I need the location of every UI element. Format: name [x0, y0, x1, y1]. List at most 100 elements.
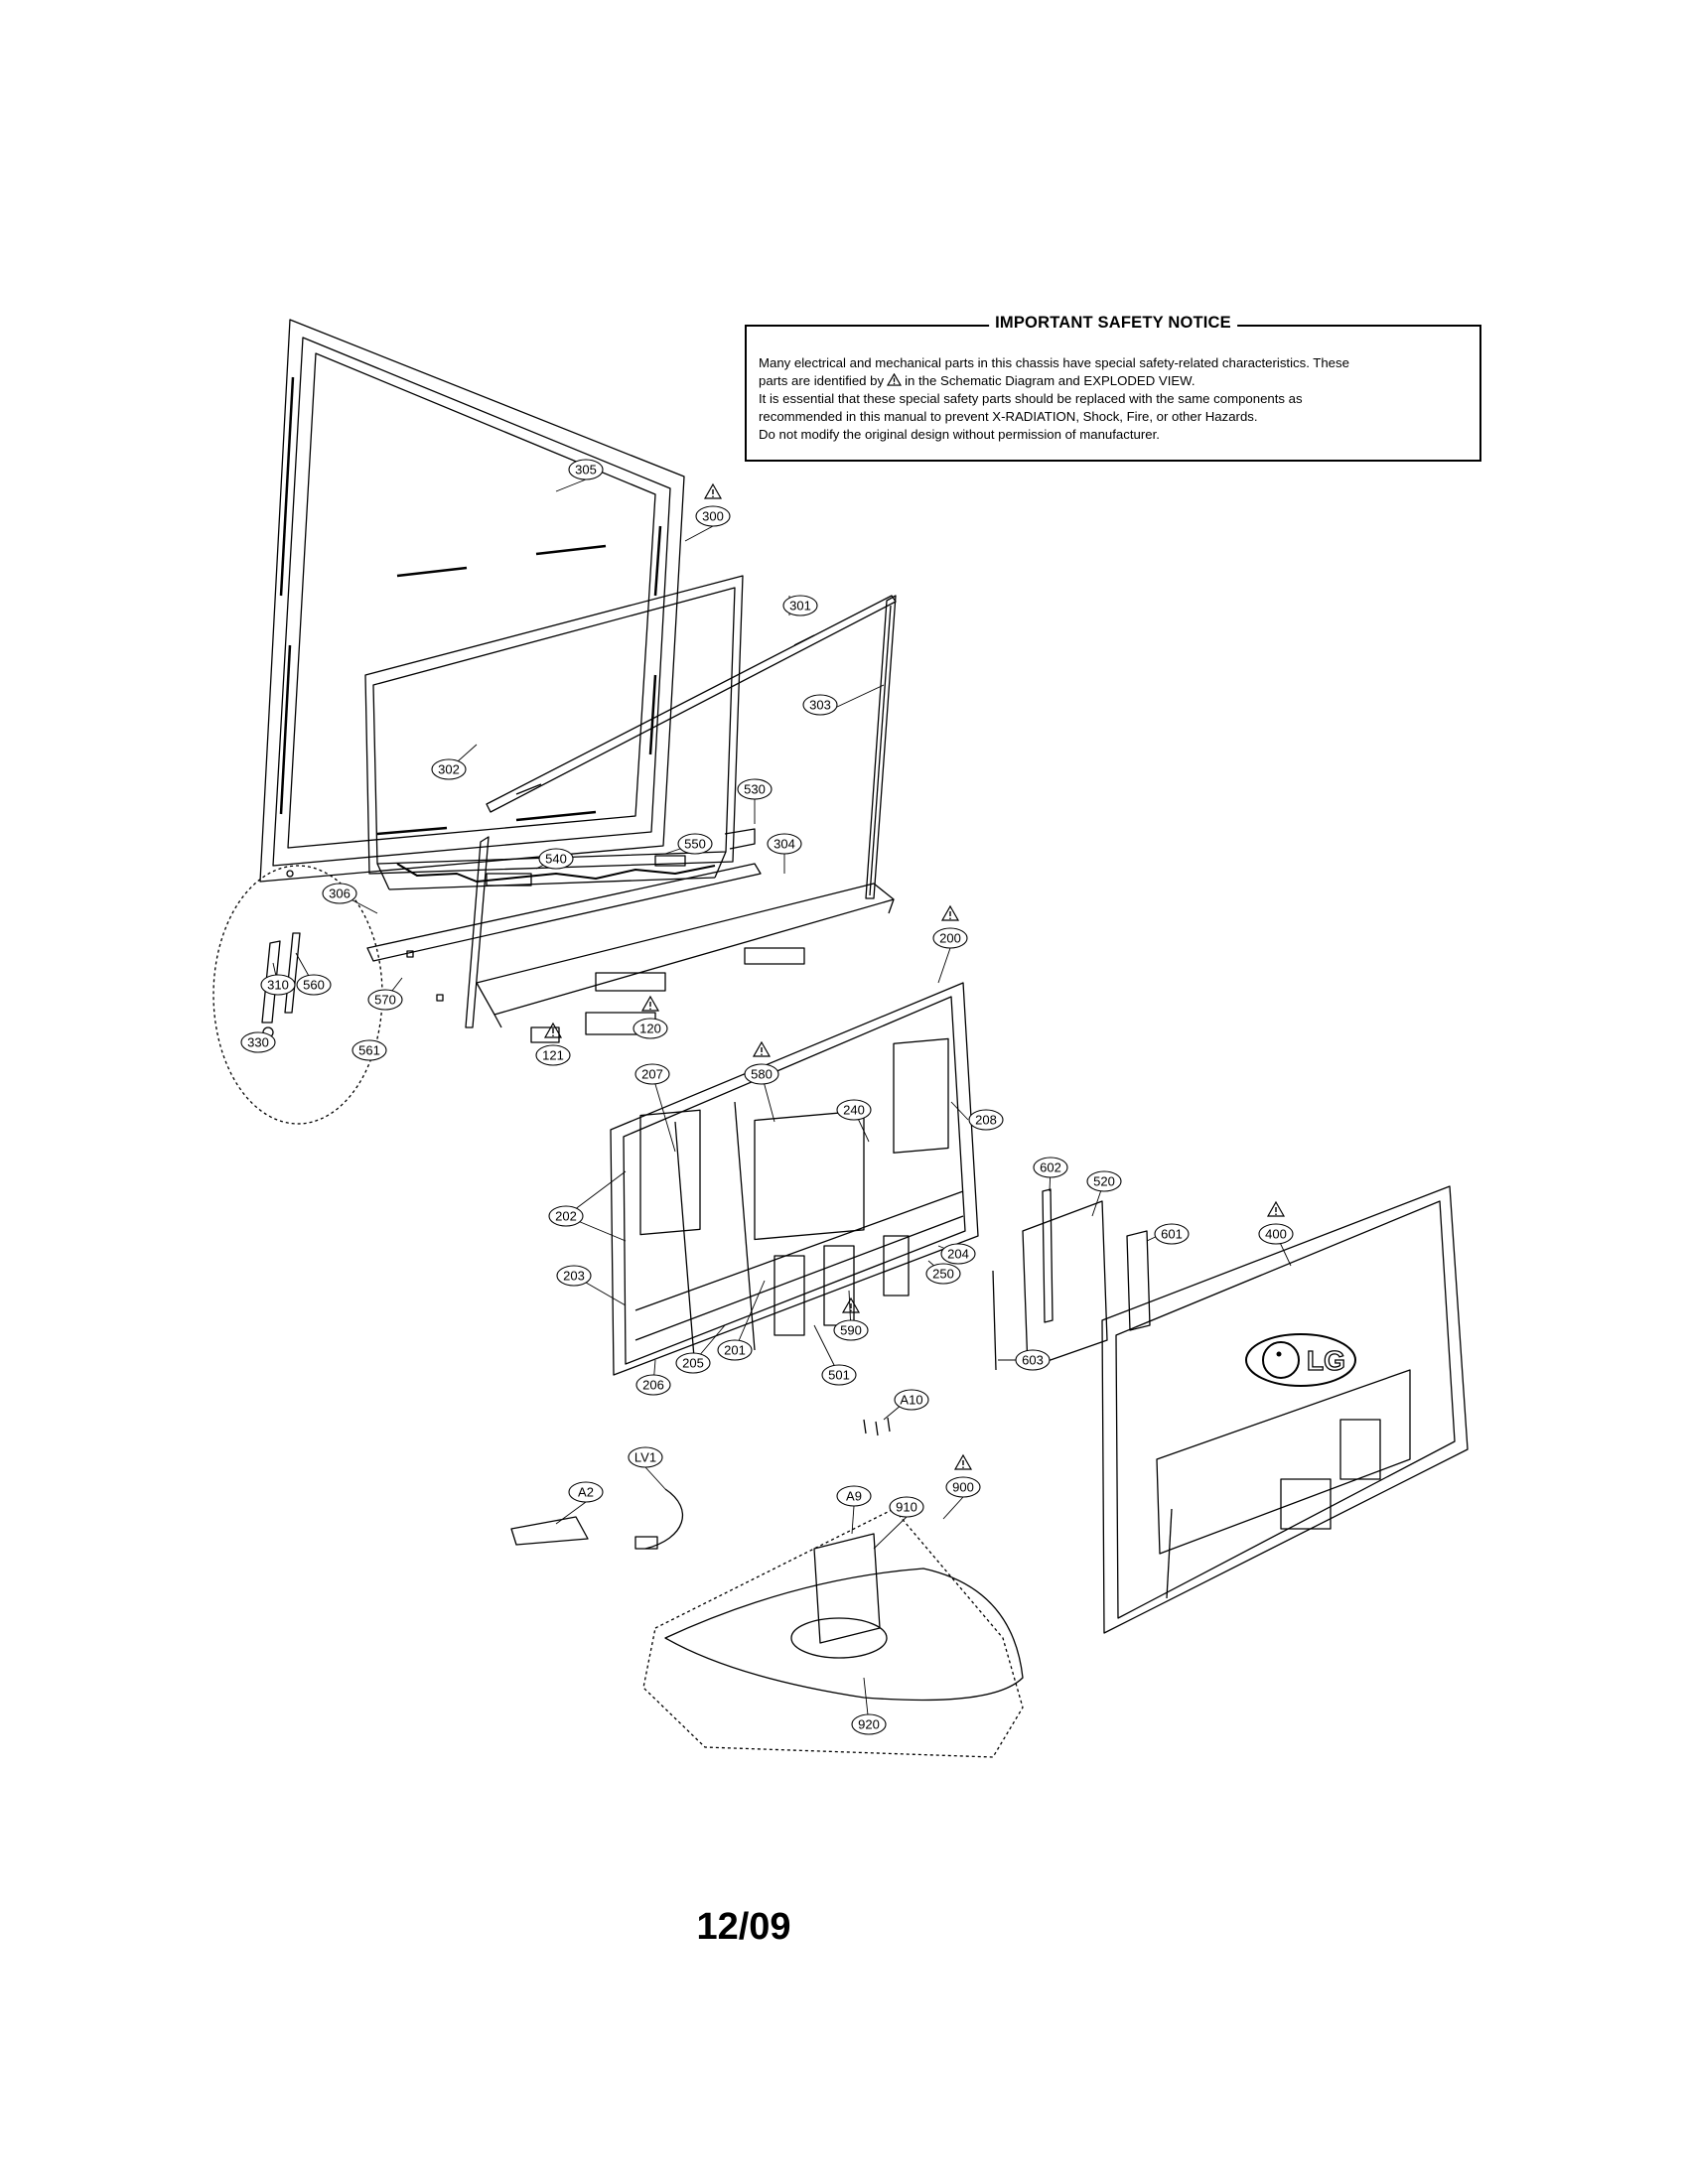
callout-208: 208	[968, 1109, 1004, 1131]
part-number-label: 201	[724, 1343, 746, 1358]
part-number-label: 602	[1040, 1160, 1061, 1175]
callout-bubble	[889, 1496, 924, 1518]
screws-part	[863, 1417, 891, 1436]
callout-530: 530	[737, 778, 773, 800]
front-bezel-part	[259, 319, 685, 883]
part-number-label: 561	[358, 1043, 380, 1058]
callout-bubble	[833, 1319, 869, 1341]
callout-203: 203	[556, 1265, 592, 1287]
callout-590: 590	[833, 1297, 869, 1341]
part-number-label: 200	[939, 931, 961, 946]
callout-bubble	[633, 1018, 668, 1039]
callout-306: 306	[322, 883, 357, 904]
notice-line: Do not modify the original design withou…	[759, 427, 1160, 442]
callout-bubble	[634, 1063, 670, 1085]
part-number-label: 310	[267, 978, 289, 993]
part-number-label: 202	[555, 1209, 577, 1224]
safety-notice-title: IMPORTANT SAFETY NOTICE	[989, 314, 1237, 333]
callout-bubble	[431, 758, 467, 780]
callout-bubble	[695, 505, 731, 527]
rear-chassis-part	[610, 982, 979, 1376]
callout-bubble	[737, 778, 773, 800]
notice-line-part: in the Schematic Diagram and EXPLODED VI…	[905, 373, 1196, 388]
callout-601: 601	[1154, 1223, 1190, 1245]
safety-notice-text: Many electrical and mechanical parts in …	[759, 354, 1468, 444]
boards-part	[992, 1188, 1151, 1371]
left-side-frame-part	[465, 836, 490, 1028]
callout-bubble	[821, 1364, 857, 1386]
part-number-label: 560	[303, 978, 325, 993]
callout-bubble	[322, 883, 357, 904]
part-number-label: 204	[947, 1247, 969, 1262]
callout-501: 501	[821, 1364, 857, 1386]
callout-250: 250	[925, 1263, 961, 1285]
callout-bubble	[782, 595, 818, 616]
part-number-label: 303	[809, 698, 831, 713]
notice-line: recommended in this manual to prevent X-…	[759, 409, 1258, 424]
callout-bubble	[568, 1481, 604, 1503]
callout-121: 121	[535, 1022, 571, 1066]
callout-400: 400	[1258, 1200, 1294, 1245]
callout-bubble	[675, 1352, 711, 1374]
part-number-label: 302	[438, 762, 460, 777]
safety-warning-icon	[752, 1040, 772, 1057]
callout-bubble	[260, 974, 296, 996]
callout-bubble	[945, 1476, 981, 1498]
detail-circle	[212, 865, 383, 1125]
part-number-label: 208	[975, 1113, 997, 1128]
callout-bubble	[836, 1099, 872, 1121]
callout-540: 540	[538, 848, 574, 870]
back-cover-part	[1101, 1185, 1469, 1634]
callout-lv1: LV1	[628, 1446, 663, 1468]
callout-560: 560	[296, 974, 332, 996]
callout-bubble	[1258, 1223, 1294, 1245]
callout-bubble	[968, 1109, 1004, 1131]
part-number-label: 207	[641, 1067, 663, 1082]
callout-bubble	[767, 833, 802, 855]
callout-603: 603	[1015, 1349, 1051, 1371]
callout-205: 205	[675, 1352, 711, 1374]
callout-304: 304	[767, 833, 802, 855]
part-number-label: 590	[840, 1323, 862, 1338]
page-number: 12/09	[696, 1906, 791, 1948]
callout-bubble	[296, 974, 332, 996]
callout-206: 206	[635, 1374, 671, 1396]
notice-line-part: parts are identified by	[759, 373, 885, 388]
lg-logo-text: LG	[1307, 1345, 1345, 1376]
callout-bubble	[548, 1205, 584, 1227]
callout-561: 561	[352, 1039, 387, 1061]
callout-bubble	[851, 1713, 887, 1735]
callout-204: 204	[940, 1243, 976, 1265]
panel-frame-part	[364, 575, 744, 890]
callout-bubble	[894, 1389, 929, 1411]
callout-520: 520	[1086, 1170, 1122, 1192]
callout-a2: A2	[568, 1481, 604, 1503]
callout-bubble	[1086, 1170, 1122, 1192]
callout-bubble	[717, 1339, 753, 1361]
callout-bubble	[836, 1485, 872, 1507]
callout-bubble	[240, 1031, 276, 1053]
callout-301: 301	[782, 595, 818, 616]
safety-warning-icon	[841, 1297, 861, 1313]
callout-bubble	[744, 1063, 779, 1085]
callout-bubble	[925, 1263, 961, 1285]
part-number-label: LV1	[634, 1450, 656, 1465]
part-number-label: 306	[329, 887, 351, 901]
lg-logo: LG	[1262, 1341, 1346, 1379]
part-number-label: 304	[774, 837, 795, 852]
callout-bubble	[677, 833, 713, 855]
safety-warning-icon	[703, 482, 723, 499]
part-number-label: 400	[1265, 1227, 1287, 1242]
callout-330: 330	[240, 1031, 276, 1053]
part-number-label: 300	[702, 509, 724, 524]
callout-a10: A10	[894, 1389, 929, 1411]
part-number-label: 250	[932, 1267, 954, 1282]
part-number-label: 203	[563, 1269, 585, 1284]
callout-300: 300	[695, 482, 731, 527]
bottom-chassis-part	[476, 883, 895, 1043]
safety-notice-box: IMPORTANT SAFETY NOTICE Many electrical …	[745, 314, 1481, 462]
callout-120: 120	[633, 995, 668, 1039]
callout-910: 910	[889, 1496, 924, 1518]
part-number-label: 570	[374, 993, 396, 1008]
